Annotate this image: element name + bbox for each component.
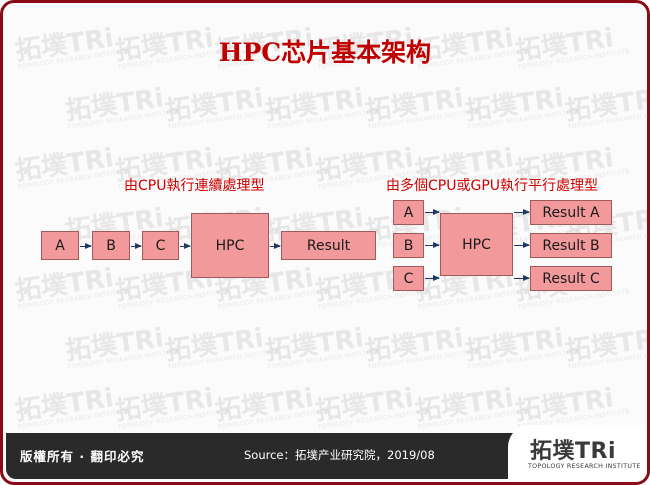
watermark-tagline: TOPOLOGY RESEARCH INSTITUTE bbox=[467, 107, 581, 131]
left-node-result: Result bbox=[281, 231, 376, 260]
right-input-c: C bbox=[393, 266, 424, 291]
slide-title: HPC芯片基本架构 bbox=[218, 38, 432, 67]
left-diagram-caption: 由CPU執行連續處理型 bbox=[124, 178, 265, 194]
arrow-in-b-to-hpc bbox=[425, 242, 440, 248]
left-node-hpc: HPC bbox=[191, 213, 269, 278]
watermark-tagline: TOPOLOGY RESEARCH INSTITUTE bbox=[367, 107, 481, 131]
watermark-tagline: TOPOLOGY RESEARCH INSTITUTE bbox=[267, 107, 381, 131]
arrow-hpc-to-result bbox=[270, 243, 281, 249]
watermark-tagline: TOPOLOGY RESEARCH INSTITUTE bbox=[417, 407, 531, 431]
logo-wordmark: 拓墣TRi bbox=[530, 433, 616, 465]
arrow-hpc-to-out-c bbox=[514, 275, 530, 281]
watermark-tagline: TOPOLOGY RESEARCH INSTITUTE bbox=[17, 287, 131, 311]
watermark-tagline: TOPOLOGY RESEARCH INSTITUTE bbox=[467, 347, 581, 371]
right-input-a: A bbox=[393, 200, 424, 225]
watermark-tagline: TOPOLOGY RESEARCH INSTITUTE bbox=[167, 347, 281, 371]
arrow-hpc-to-out-b bbox=[514, 242, 530, 248]
arrow-c-to-hpc bbox=[180, 243, 191, 249]
watermark-tagline: TOPOLOGY RESEARCH INSTITUTE bbox=[317, 407, 431, 431]
right-diagram-caption: 由多個CPU或GPU執行平行處理型 bbox=[386, 178, 599, 194]
watermark-tagline: TOPOLOGY RESEARCH INSTITUTE bbox=[317, 287, 431, 311]
watermark-tagline: TOPOLOGY RESEARCH INSTITUTE bbox=[17, 407, 131, 431]
watermark-tagline: TOPOLOGY RESEARCH INSTITUTE bbox=[417, 287, 531, 311]
trendforce-logo: 拓墣TRi TOPOLOGY RESEARCH INSTITUTE bbox=[508, 425, 647, 482]
logo-tri: TRi bbox=[575, 439, 617, 464]
watermark-tagline: TOPOLOGY RESEARCH INSTITUTE bbox=[567, 107, 650, 131]
source-citation: Source：拓墣产业研究院，2019/08 bbox=[244, 448, 435, 462]
logo-tagline: TOPOLOGY RESEARCH INSTITUTE bbox=[528, 463, 641, 470]
watermark-tagline: TOPOLOGY RESEARCH INSTITUTE bbox=[67, 347, 181, 371]
copyright-notice: 版權所有 · 翻印必究 bbox=[20, 449, 145, 464]
arrow-hpc-to-out-a bbox=[514, 209, 530, 215]
left-node-c: C bbox=[142, 231, 179, 260]
right-input-b: B bbox=[393, 233, 424, 258]
watermark-tagline: TOPOLOGY RESEARCH INSTITUTE bbox=[67, 107, 181, 131]
watermark-tagline: TOPOLOGY RESEARCH INSTITUTE bbox=[217, 287, 331, 311]
watermark-tagline: TOPOLOGY RESEARCH INSTITUTE bbox=[117, 407, 231, 431]
watermark-tagline: TOPOLOGY RESEARCH INSTITUTE bbox=[167, 107, 281, 131]
left-node-a: A bbox=[41, 231, 79, 260]
right-output-c: Result C bbox=[530, 266, 612, 291]
right-hub-hpc: HPC bbox=[440, 213, 513, 276]
right-output-a: Result A bbox=[530, 200, 612, 225]
watermark-tagline: TOPOLOGY RESEARCH INSTITUTE bbox=[217, 407, 331, 431]
watermark-tagline: TOPOLOGY RESEARCH INSTITUTE bbox=[117, 287, 231, 311]
arrow-b-to-c bbox=[131, 243, 142, 249]
watermark-tagline: TOPOLOGY RESEARCH INSTITUTE bbox=[17, 167, 131, 191]
arrow-in-a-to-hpc bbox=[425, 209, 440, 215]
watermark-tagline: TOPOLOGY RESEARCH INSTITUTE bbox=[267, 347, 381, 371]
logo-chinese: 拓墣 bbox=[530, 439, 576, 464]
arrow-in-c-to-hpc bbox=[425, 275, 440, 281]
arrow-a-to-b bbox=[80, 243, 92, 249]
right-output-b: Result B bbox=[530, 233, 612, 258]
left-node-b: B bbox=[92, 231, 130, 260]
watermark-tagline: TOPOLOGY RESEARCH INSTITUTE bbox=[367, 347, 481, 371]
watermark-tagline: TOPOLOGY RESEARCH INSTITUTE bbox=[517, 287, 631, 311]
watermark-tagline: TOPOLOGY RESEARCH INSTITUTE bbox=[567, 347, 650, 371]
